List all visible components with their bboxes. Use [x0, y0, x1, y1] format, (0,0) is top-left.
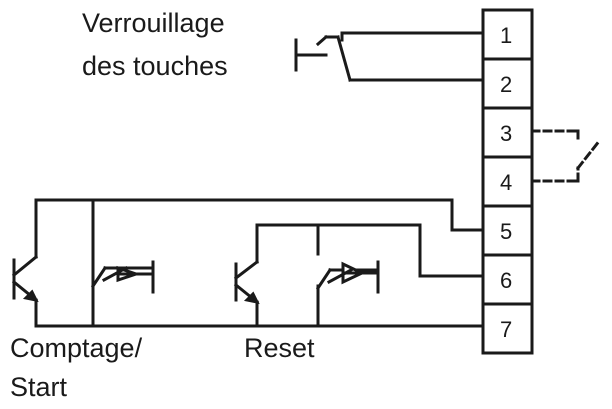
wire-terminal-6 [255, 223, 485, 278]
key-lock-label-line2: des touches [82, 51, 228, 81]
terminal-number-3: 3 [500, 121, 512, 146]
terminal-number-2: 2 [500, 72, 512, 97]
terminal-block [481, 8, 534, 355]
external-link-3-4 [530, 129, 603, 183]
count-start-label-line1: Comptage/ [10, 333, 143, 363]
terminal-number-6: 6 [500, 268, 512, 293]
count-start-label-line2: Start [10, 372, 68, 402]
optocoupler-count [90, 256, 155, 328]
terminal-number-4: 4 [500, 170, 512, 195]
terminal-number-1: 1 [500, 23, 512, 48]
terminal-number-5: 5 [500, 219, 512, 244]
key-lock-label-line1: Verrouillage [82, 8, 225, 38]
wire-terminal-5 [34, 198, 485, 259]
transistor-count [11, 254, 39, 328]
reset-label: Reset [244, 333, 315, 363]
transistor-reset [233, 259, 260, 328]
key-lock-switch [294, 31, 485, 82]
optocoupler-reset [315, 260, 380, 328]
terminal-number-7: 7 [500, 317, 512, 342]
